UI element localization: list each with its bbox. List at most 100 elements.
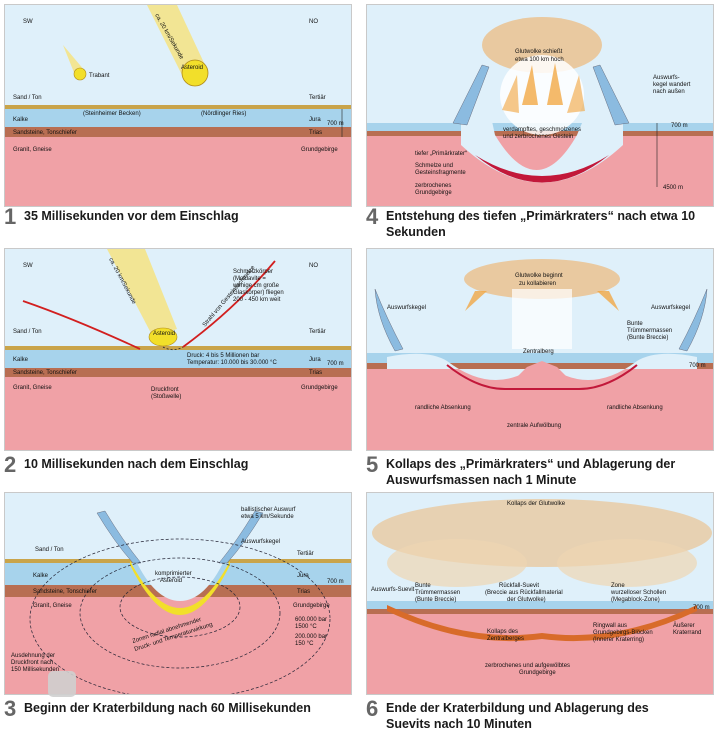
ejecta-right <box>678 288 708 352</box>
granite-layer <box>367 614 713 694</box>
label-zone: Zone <box>611 583 625 589</box>
asteroid-icon <box>148 327 178 347</box>
caption-number: 4 <box>366 204 379 229</box>
ejecta-right <box>218 510 264 564</box>
svg-text:Temperatur: 10.000 bis 30.000: Temperatur: 10.000 bis 30.000 °C <box>187 360 277 366</box>
svg-text:Asteroid: Asteroid <box>160 578 182 584</box>
label-sand-ton: Sand / Ton <box>35 547 64 553</box>
svg-text:(Bunte Breccie): (Bunte Breccie) <box>415 597 456 603</box>
pressure-zone <box>79 557 281 669</box>
svg-text:150 Millisekunden: 150 Millisekunden <box>11 667 59 673</box>
svg-text:Trümmermassen: Trümmermassen <box>415 590 460 596</box>
label-glutwolke: Glutwolke schießt <box>515 49 563 55</box>
svg-text:Zentralberges: Zentralberges <box>487 636 524 642</box>
compressed-asteroid <box>130 561 230 615</box>
trabant-trail <box>63 45 85 75</box>
caption-number: 5 <box>366 452 379 477</box>
melt-jet-right <box>182 260 276 348</box>
label-grundgebirge: Grundgebirge <box>301 385 338 391</box>
svg-text:etwa 5 km/Sekunde: etwa 5 km/Sekunde <box>241 514 294 520</box>
zentralberg-shape <box>505 361 579 389</box>
melt-lining <box>446 364 638 390</box>
label-glutwolke: Glutwolke beginnt <box>515 273 563 279</box>
label-auswurfskegel-right: Auswurfskegel <box>651 305 690 311</box>
label-depth700: 700 m <box>327 361 344 367</box>
granite-layer <box>5 137 351 206</box>
caption-number: 6 <box>366 696 379 721</box>
label-granit: Granit, Gneise <box>13 385 52 391</box>
label-granit: Granit, Gneise <box>33 603 72 609</box>
label-druckfront: Druckfront <box>151 387 179 393</box>
label-sand-ton: Sand / Ton <box>13 95 42 101</box>
svg-text:Grundgebirgs-Blöcken: Grundgebirgs-Blöcken <box>593 630 653 636</box>
label-grundgebirge: Grundgebirge <box>293 603 330 609</box>
svg-text:Gesteinsfragmente: Gesteinsfragmente <box>415 170 466 176</box>
label-auswurfs-suevit: Auswurfs-Suevit <box>371 587 415 593</box>
caption-text: Kollaps des „Primärkraters“ und Ablageru… <box>386 457 676 487</box>
svg-text:(Breccie aus Rückfallmaterial: (Breccie aus Rückfallmaterial <box>485 590 563 596</box>
panel-3-diagram: ballistischer Auswurf etwa 5 km/Sekunde … <box>4 492 352 695</box>
panel-4-diagram: Glutwolke schießt etwa 100 km hoch Auswu… <box>366 4 714 207</box>
pressure-zone <box>29 538 331 694</box>
svg-text:150 °C: 150 °C <box>295 641 314 647</box>
primary-crater <box>461 75 623 183</box>
label-auswurfskegel: Auswurfskegel <box>241 539 280 545</box>
svg-text:1500 °C: 1500 °C <box>295 624 317 630</box>
image-search-badge-icon[interactable] <box>48 671 76 697</box>
label-depth700: 700 m <box>671 123 688 129</box>
label-jura: Jura <box>309 357 321 363</box>
label-sandsteine: Sandsteine, Tonschiefer <box>13 370 77 376</box>
sand-layer <box>5 346 351 350</box>
sand-layer <box>5 105 351 109</box>
granite-layer <box>5 377 351 450</box>
label-druck: Druck: 4 bis 5 Millionen bar <box>187 353 259 359</box>
label-depth700: 700 m <box>327 121 344 127</box>
label-granit: Granit, Gneise <box>13 147 52 153</box>
asteroid-icon <box>181 59 209 87</box>
caption-text: Entstehung des tiefen „Primärkraters“ na… <box>386 209 696 239</box>
ejecta-curtain-right <box>592 64 630 126</box>
limestone-layer <box>5 109 351 127</box>
label-sw: SW <box>23 19 33 25</box>
label-tertiaer: Tertiär <box>309 95 326 101</box>
label-zerbrochen: zerbrochenes <box>415 183 451 189</box>
fire-arrow <box>597 291 619 311</box>
caption-number: 3 <box>4 696 17 721</box>
caption-number: 2 <box>4 452 17 477</box>
caption-text: Beginn der Kraterbildung nach 60 Millise… <box>24 701 311 715</box>
svg-text:und zerbrochenes Gestein: und zerbrochenes Gestein <box>503 134 573 140</box>
caption-number: 1 <box>4 204 17 229</box>
fire-arrow <box>465 291 487 311</box>
label-sandsteine: Sandsteine, Tonschiefer <box>13 130 77 136</box>
suevit-layer <box>387 605 697 642</box>
label-komprimiert: komprimierter <box>155 571 192 577</box>
label-zentralberg: Zentralberg <box>523 349 554 355</box>
label-rueckfall: Rückfall-Suevit <box>499 583 539 589</box>
label-schmelz: Schmelzkörper <box>233 269 273 275</box>
label-jura: Jura <box>309 117 321 123</box>
svg-text:(Moldavite =: (Moldavite = <box>233 276 266 282</box>
panel-5-diagram: Glutwolke beginnt zu kollabieren Auswurf… <box>366 248 714 451</box>
label-verdampft: verdampftes, geschmolzenes <box>503 127 581 133</box>
ejecta-left <box>374 288 404 352</box>
svg-text:200 - 450 km weit: 200 - 450 km weit <box>233 297 281 303</box>
svg-text:der Glutwolke): der Glutwolke) <box>507 597 546 603</box>
svg-text:(Stoßwelle): (Stoßwelle) <box>151 394 181 400</box>
pressure-zone <box>119 576 241 638</box>
svg-text:nach außen: nach außen <box>653 89 685 95</box>
label-depth700: 700 m <box>689 363 706 369</box>
label-tertiaer: Tertiär <box>297 551 314 557</box>
label-aeusserer: Äußerer <box>673 622 695 629</box>
asteroid-trail <box>107 249 177 337</box>
svg-text:Druckfront nach: Druckfront nach <box>11 660 53 666</box>
label-bunte: Bunte <box>415 583 431 589</box>
svg-text:(Innerer Kraterring): (Innerer Kraterring) <box>593 637 644 643</box>
ejecta-left <box>96 510 142 564</box>
label-trias: Trias <box>297 589 310 595</box>
svg-text:Grundgebirge: Grundgebirge <box>415 190 452 196</box>
shock-front <box>162 346 184 351</box>
limestone-layer <box>367 353 713 363</box>
limestone-layer <box>367 601 713 609</box>
label-kalke: Kalke <box>33 573 49 579</box>
caption-text: Ende der Kraterbildung und Ablagerung de… <box>386 701 649 731</box>
